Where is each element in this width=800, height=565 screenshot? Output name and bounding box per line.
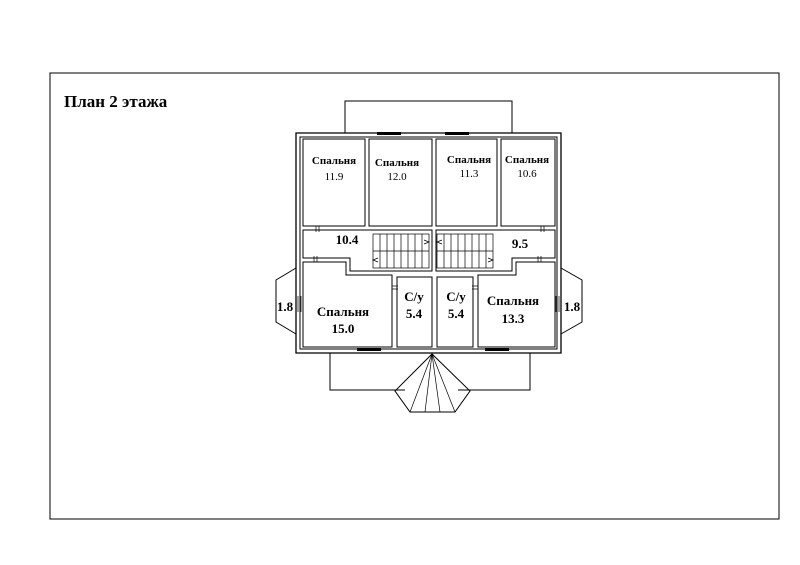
bottom-terrace bbox=[329, 353, 531, 391]
bedroom-bottom-left-area: 15.0 bbox=[332, 321, 355, 336]
building-outline bbox=[295, 132, 562, 354]
bedroom-top-3-label: Спальня bbox=[447, 154, 491, 166]
door-markers bbox=[313, 226, 545, 290]
bedroom-top-4-label: Спальня bbox=[505, 154, 549, 166]
room-bedroom-top-3 bbox=[435, 138, 498, 227]
entrance-canopy bbox=[394, 353, 471, 413]
bedroom-top-2-area: 12.0 bbox=[387, 171, 407, 183]
hall-right-area: 9.5 bbox=[512, 236, 529, 251]
bedroom-top-2-label: Спальня bbox=[375, 157, 419, 169]
bath-right-area: 5.4 bbox=[448, 306, 465, 321]
hall-left bbox=[302, 229, 433, 272]
bedroom-top-1-area: 11.9 bbox=[325, 171, 344, 183]
top-windows bbox=[377, 132, 469, 135]
stair-left bbox=[372, 233, 430, 269]
stair-right bbox=[436, 233, 494, 269]
hall-right bbox=[435, 229, 556, 272]
bedroom-top-1-label: Спальня bbox=[312, 155, 356, 167]
drawing-frame bbox=[49, 72, 780, 520]
bedroom-top-4-area: 10.6 bbox=[517, 168, 537, 180]
bay-right bbox=[555, 267, 583, 335]
bedroom-bottom-right-label: Спальня bbox=[487, 293, 539, 308]
bath-right-label: С/у bbox=[446, 289, 466, 304]
top-balcony bbox=[344, 100, 513, 133]
room-bedroom-top-1 bbox=[302, 138, 366, 227]
room-bath-right bbox=[436, 276, 474, 348]
bath-left-label: С/у bbox=[404, 289, 424, 304]
bottom-windows bbox=[357, 348, 509, 351]
room-bedroom-top-4 bbox=[500, 138, 556, 227]
bedroom-top-3-area: 11.3 bbox=[460, 168, 479, 180]
hall-left-area: 10.4 bbox=[336, 232, 359, 247]
bedroom-bottom-right-area: 13.3 bbox=[502, 311, 525, 326]
room-bedroom-top-2 bbox=[368, 138, 433, 227]
bay-left bbox=[275, 267, 302, 335]
plan-title: План 2 этажа bbox=[64, 92, 168, 111]
room-bath-left bbox=[396, 276, 433, 348]
bedroom-bottom-left-label: Спальня bbox=[317, 304, 369, 319]
room-bedroom-bottom-right bbox=[477, 261, 556, 348]
bay-left-area: 1.8 bbox=[277, 299, 294, 314]
bath-left-area: 5.4 bbox=[406, 306, 423, 321]
bay-right-area: 1.8 bbox=[564, 299, 581, 314]
room-bedroom-bottom-left bbox=[302, 261, 393, 348]
